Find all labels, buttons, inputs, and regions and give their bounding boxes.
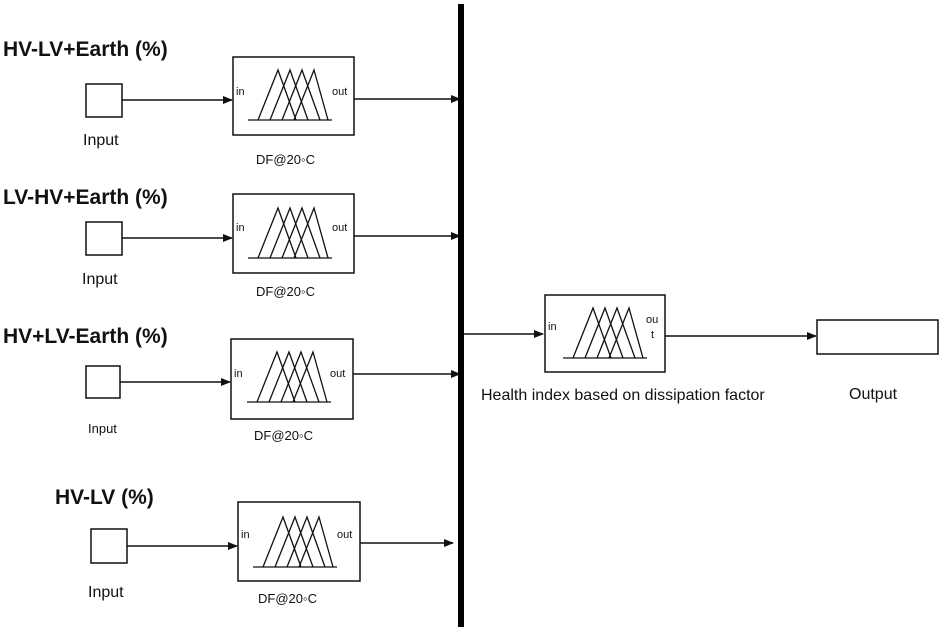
health-index-label: Health index based on dissipation factor <box>481 387 765 404</box>
row-2-block-label: DF@20◦C <box>256 284 315 299</box>
row-4-block-label: DF@20◦C <box>258 591 317 606</box>
row-4-input-block[interactable] <box>90 528 128 564</box>
row-4-input-label: Input <box>88 584 124 601</box>
row-2-port-in: in <box>236 222 245 234</box>
input-row-1: HV-LV+Earth (%) Input in out DF@20◦C <box>3 38 461 167</box>
row-3-block-label: DF@20◦C <box>254 428 313 443</box>
row-1-port-in: in <box>236 86 245 98</box>
health-index-group: in ou t Health index based on dissipatio… <box>481 294 765 404</box>
row-2-input-label: Input <box>82 271 118 288</box>
row-1-block-label: DF@20◦C <box>256 152 315 167</box>
row-4-title: HV-LV (%) <box>55 486 154 509</box>
row-3-title: HV+LV-Earth (%) <box>3 325 168 348</box>
row-3-port-out: out <box>330 368 345 380</box>
health-port-out-1: ou <box>646 314 658 326</box>
row-1-fuzzy-block[interactable] <box>232 56 355 136</box>
row-2-title: LV-HV+Earth (%) <box>3 186 168 209</box>
row-1-input-label: Input <box>83 132 119 149</box>
row-4-fuzzy-block[interactable] <box>237 501 361 582</box>
row-1-port-out: out <box>332 86 347 98</box>
input-row-3: HV+LV-Earth (%) Input in out DF@20◦C <box>3 325 461 443</box>
output-block[interactable] <box>816 319 939 355</box>
row-1-title: HV-LV+Earth (%) <box>3 38 168 61</box>
row-1-input-block[interactable] <box>85 83 123 118</box>
row-2-input-block[interactable] <box>85 221 123 256</box>
health-port-in: in <box>548 321 557 333</box>
row-4-port-in: in <box>241 529 250 541</box>
row-2-fuzzy-block[interactable] <box>232 193 355 274</box>
row-3-input-label: Input <box>88 421 117 436</box>
health-port-out-2: t <box>651 329 654 341</box>
row-3-port-in: in <box>234 368 243 380</box>
row-4-port-out: out <box>337 529 352 541</box>
row-2-port-out: out <box>332 222 347 234</box>
output-label: Output <box>849 386 898 403</box>
input-row-4: HV-LV (%) Input in out DF@20◦C <box>55 486 454 606</box>
row-3-input-block[interactable] <box>85 365 121 399</box>
input-row-2: LV-HV+Earth (%) Input in out DF@20◦C <box>3 186 461 299</box>
row-3-fuzzy-block[interactable] <box>230 338 354 420</box>
